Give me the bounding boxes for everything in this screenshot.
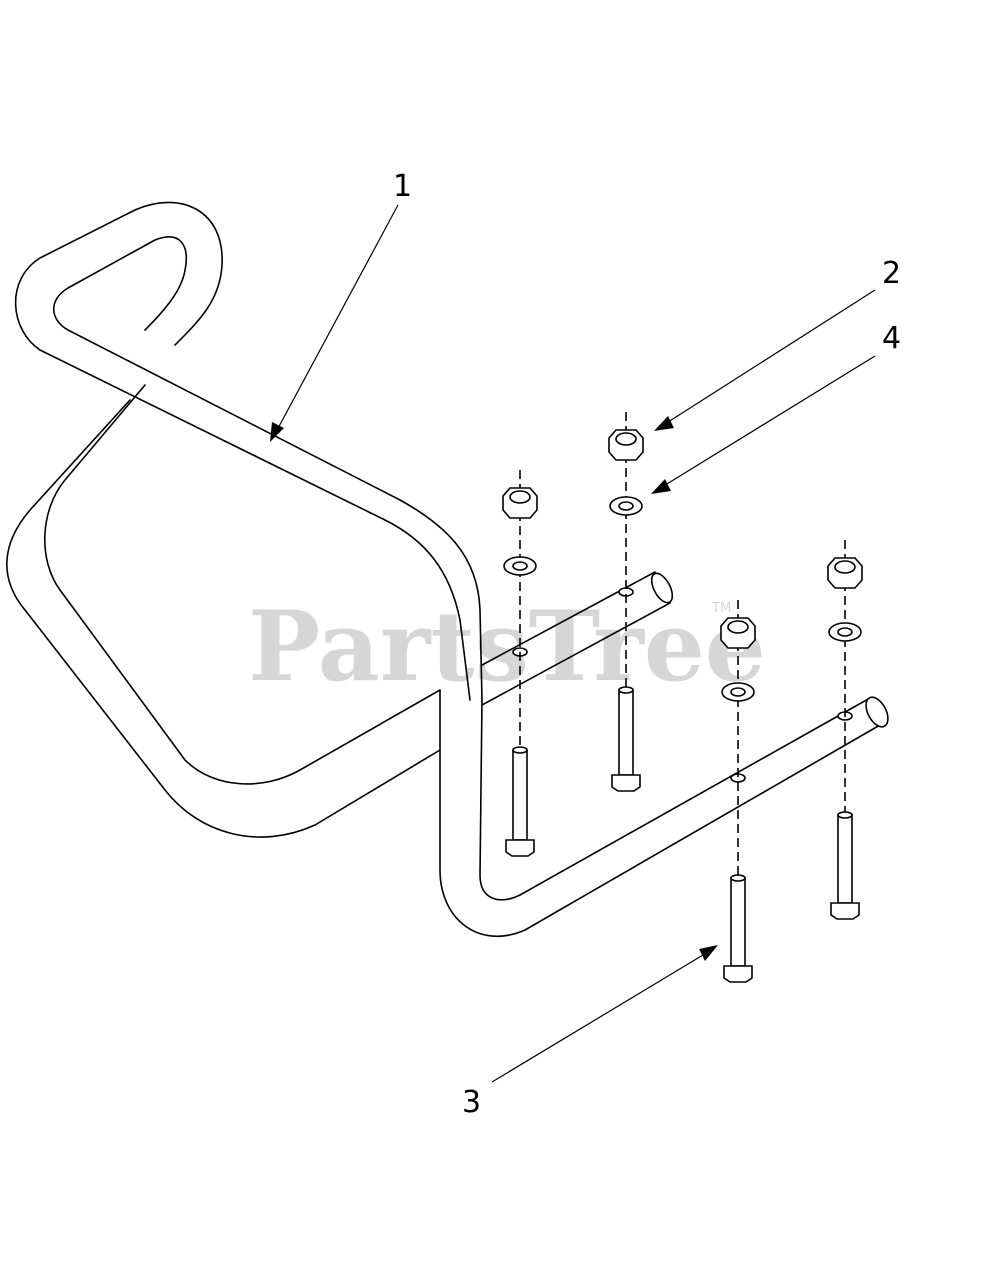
leader-lines [270,204,876,1083]
washer [721,682,755,702]
bolt [830,811,860,920]
watermark-tm: TM [711,601,731,616]
fastener-stack-b [608,412,644,792]
tube-lower-loop-inner [44,384,441,785]
callout-2: 2 [882,256,901,291]
leader-2 [664,289,876,425]
tube-rear-arm-bottom [481,602,671,706]
callout-4: 4 [882,321,901,356]
tube-drop-outer [439,689,881,938]
arrowhead-4 [651,479,671,494]
lock-nut [608,429,644,461]
arrowhead-3 [699,945,718,961]
washer [828,622,862,642]
lock-nut [827,557,863,589]
bolt [505,746,535,857]
callout-1: 1 [393,169,412,204]
fastener-stack-a [502,470,538,857]
callout-3: 3 [462,1085,481,1120]
leader-1 [275,204,399,433]
bolt [723,874,753,983]
arrowhead-2 [654,416,674,431]
tube-handle-assembly [6,201,889,938]
leader-3 [491,951,709,1083]
tube-lower-loop-outer [6,399,441,838]
lock-nut [720,617,756,649]
leader-4 [661,355,876,488]
bolt [611,686,641,792]
callout-labels: 1 2 3 4 [393,169,901,1120]
fastener-stack-c [720,600,756,983]
tube-drop-inner [479,697,871,901]
tube-rear-arm-end [650,572,674,604]
arrowhead-1 [270,422,284,442]
washer [503,556,537,576]
washer [609,496,643,516]
tube-main-bar-top [39,349,471,701]
fastener-stack-d [827,540,863,920]
tube-front-arm-end [865,696,889,728]
watermark-text: PartsTree [248,590,766,703]
lock-nut [502,487,538,519]
tube-loop-outer [14,201,223,351]
tube-loop-inner [53,236,187,331]
tube-main-bar-bottom [67,329,483,701]
watermark: PartsTree TM [248,590,766,703]
